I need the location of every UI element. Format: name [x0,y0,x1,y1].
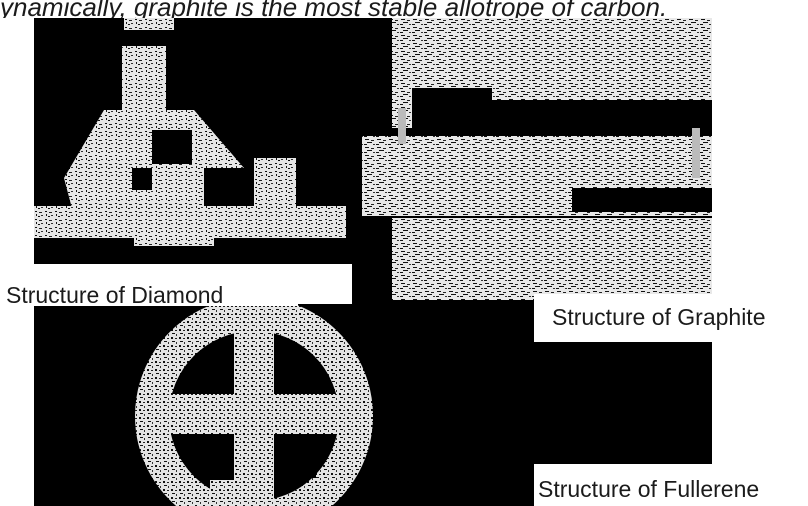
caption-graphite-text: Structure of Graphite [552,304,766,330]
caption-diamond-text: Structure of Diamond [6,282,223,308]
graphite-structure-image [352,18,712,304]
top-sentence: ynamically, graphite is the most stable … [0,0,808,18]
diamond-structure-drawing [34,18,352,264]
caption-diamond: Structure of Diamond [0,266,298,306]
fullerene-structure-drawing [34,304,534,506]
caption-fullerene: Structure of Fullerene [534,464,808,506]
caption-fullerene-text: Structure of Fullerene [538,476,759,502]
diamond-structure-image [34,18,352,264]
caption-graphite: Structure of Graphite [534,294,808,342]
top-sentence-text: ynamically, graphite is the most stable … [0,0,667,18]
graphite-structure-drawing [352,18,712,304]
graphite-structure-image-lower [534,342,712,464]
fullerene-structure-image [34,304,534,506]
